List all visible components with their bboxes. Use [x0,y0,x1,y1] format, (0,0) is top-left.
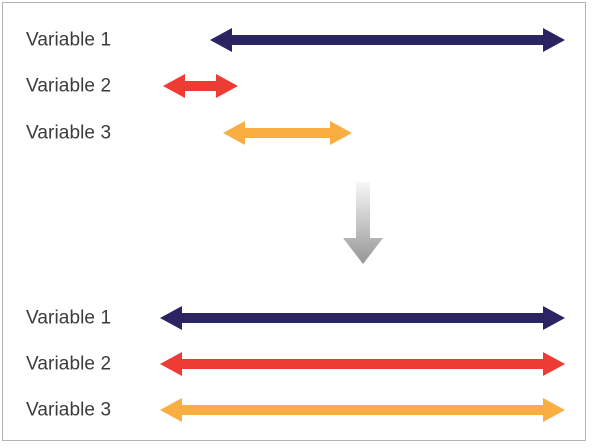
double-headed-arrow-icon [210,28,565,52]
bottom-label-variable-2: Variable 2 [26,353,112,375]
top-arrow-variable-2 [163,74,238,98]
double-headed-arrow-icon [160,306,565,330]
top-label-variable-3: Variable 3 [26,122,112,144]
bottom-arrow-variable-3 [160,398,565,422]
bottom-arrow-variable-2 [160,352,565,376]
downward-transform-arrow [340,182,386,266]
double-headed-arrow-icon [160,398,565,422]
top-label-variable-2: Variable 2 [26,75,112,97]
down-arrow-icon [343,182,383,264]
double-headed-arrow-icon [163,74,238,98]
bottom-arrow-variable-1 [160,306,565,330]
top-label-variable-1: Variable 1 [26,29,112,51]
bottom-label-variable-3: Variable 3 [26,399,112,421]
down-arrow-shape [343,182,383,264]
top-arrow-variable-1 [210,28,565,52]
double-headed-arrow-icon [160,352,565,376]
bottom-label-variable-1: Variable 1 [26,307,112,329]
top-arrow-variable-3 [223,121,352,145]
double-headed-arrow-icon [223,121,352,145]
